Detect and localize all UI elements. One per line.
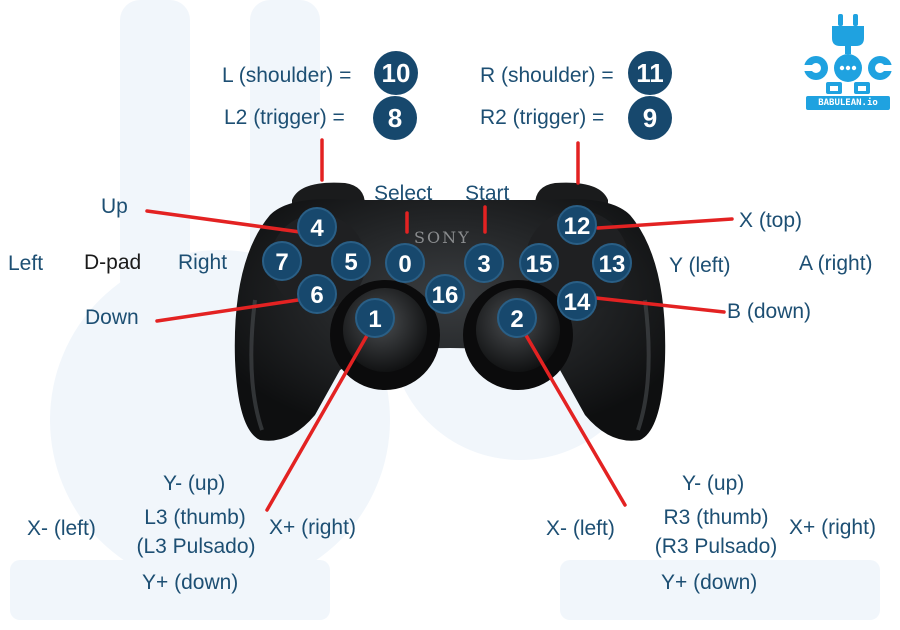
button-7: 7 — [262, 241, 302, 281]
button-8: 8 — [373, 96, 417, 140]
button-4: 4 — [297, 207, 337, 247]
left-stick-x-plus: X+ (right) — [269, 516, 356, 539]
left-stick-y-minus: Y- (up) — [163, 472, 226, 495]
line-left-stick — [265, 323, 375, 512]
label-l-shoulder: L (shoulder) = — [222, 64, 352, 87]
label-a-right: A (right) — [799, 252, 873, 275]
right-stick-thumb-line2: (R3 Pulsado) — [654, 535, 778, 558]
button-15: 15 — [519, 243, 559, 283]
button-11: 11 — [628, 51, 672, 95]
line-up — [145, 209, 302, 234]
label-r-shoulder: R (shoulder) = — [480, 64, 614, 87]
button-13: 13 — [592, 243, 632, 283]
label-r2-trigger: R2 (trigger) = — [480, 106, 605, 129]
label-left: Left — [8, 252, 44, 275]
left-stick-thumb-line2: (L3 Pulsado) — [136, 535, 256, 558]
button-14: 14 — [557, 281, 597, 321]
button-0: 0 — [385, 243, 425, 283]
label-x-top: X (top) — [739, 209, 803, 232]
line-x-top — [596, 217, 734, 230]
left-stick-x-minus: X- (left) — [27, 517, 96, 540]
button-5: 5 — [331, 241, 371, 281]
button-1: 1 — [355, 298, 395, 338]
button-12: 12 — [557, 205, 597, 245]
label-y-left: Y (left) — [669, 254, 731, 277]
left-stick-thumb-line1: L3 (thumb) — [144, 506, 246, 529]
label-down: Down — [85, 306, 139, 329]
line-b-down — [594, 296, 726, 314]
button-2: 2 — [497, 298, 537, 338]
label-right: Right — [178, 251, 228, 274]
line-right-stick — [518, 323, 627, 507]
left-stick-y-plus: Y+ (down) — [142, 571, 239, 594]
label-b-down: B (down) — [727, 300, 812, 323]
logo-text: BABULEAN.io — [818, 98, 878, 108]
controller-brand-text: SONY — [414, 228, 471, 247]
right-stick-thumb-line1: R3 (thumb) — [663, 506, 769, 529]
label-up: Up — [101, 195, 128, 218]
label-select: Select — [374, 182, 433, 205]
right-stick-x-plus: X+ (right) — [789, 516, 876, 539]
plug-robot-icon — [804, 14, 892, 110]
button-9: 9 — [628, 96, 672, 140]
right-stick-x-minus: X- (left) — [546, 517, 615, 540]
label-start: Start — [465, 182, 510, 205]
right-stick-y-plus: Y+ (down) — [661, 571, 758, 594]
button-16: 16 — [425, 274, 465, 314]
button-6: 6 — [297, 274, 337, 314]
brand-logo: BABULEAN.io — [800, 10, 896, 114]
right-stick-y-minus: Y- (up) — [682, 472, 745, 495]
button-3: 3 — [464, 243, 504, 283]
line-down — [155, 298, 300, 323]
label-dpad: D-pad — [84, 251, 142, 274]
label-l2-trigger: L2 (trigger) = — [224, 106, 345, 129]
button-10: 10 — [374, 51, 418, 95]
